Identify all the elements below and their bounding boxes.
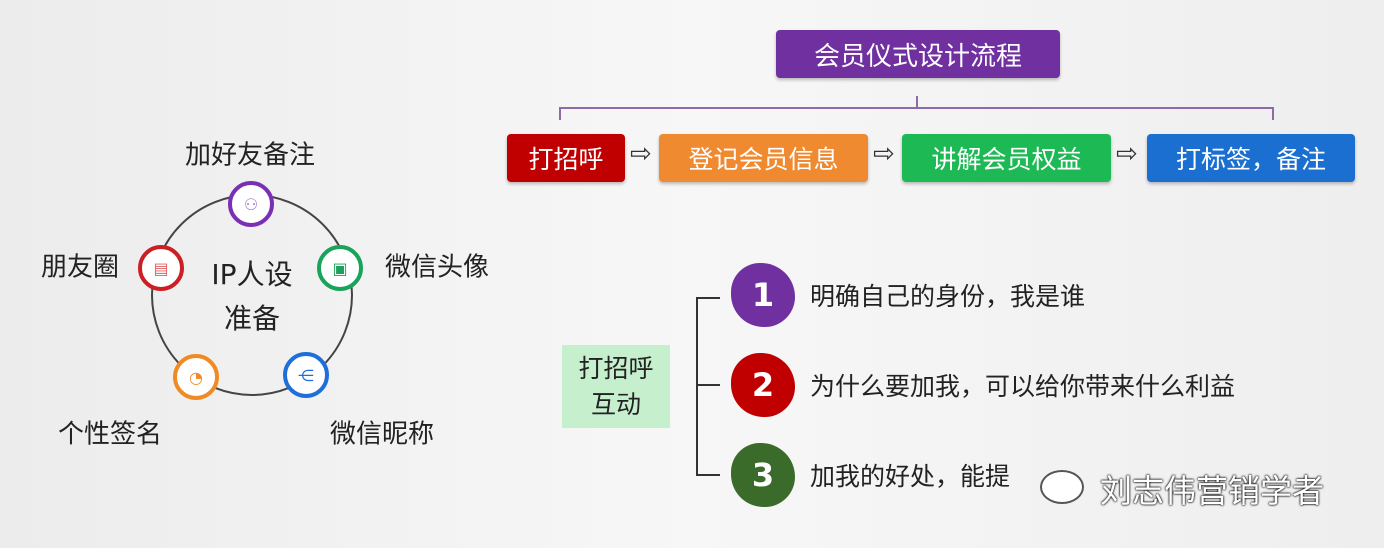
arrow-icon: ⇨ bbox=[1116, 139, 1138, 169]
greeting-label-line1: 打招呼 bbox=[578, 353, 654, 383]
node-label-nickname: 微信昵称 bbox=[329, 419, 435, 450]
number-badge-3: 3 bbox=[731, 443, 795, 507]
greeting-label: 打招呼 互动 bbox=[562, 345, 670, 428]
node-label-friend-note: 加好友备注 bbox=[184, 140, 316, 171]
greeting-item-1: 明确自己的身份，我是谁 bbox=[810, 282, 1086, 311]
watermark: 刘志伟营销学者 bbox=[1100, 472, 1325, 510]
monitor-icon: ▣ bbox=[317, 245, 363, 291]
arrow-icon: ⇨ bbox=[630, 139, 652, 169]
flow-step-register: 登记会员信息 bbox=[659, 134, 868, 182]
network-icon: ⋲ bbox=[283, 352, 329, 398]
arrow-icon: ⇨ bbox=[873, 139, 895, 169]
wechat-logo-icon bbox=[1040, 470, 1084, 504]
flow-title: 会员仪式设计流程 bbox=[776, 30, 1060, 78]
ring-center-line1: IP人设 bbox=[211, 258, 293, 291]
laptop-icon: ▤ bbox=[138, 245, 184, 291]
greeting-item-2: 为什么要加我，可以给你带来什么利益 bbox=[810, 372, 1236, 401]
pie-chart-icon: ◔ bbox=[173, 354, 219, 400]
flow-step-greet: 打招呼 bbox=[507, 134, 625, 182]
ring-center-line2: 准备 bbox=[223, 302, 281, 335]
number-badge-1: 1 bbox=[731, 263, 795, 327]
node-label-signature: 个性签名 bbox=[57, 419, 163, 450]
flow-step-tag: 打标签，备注 bbox=[1147, 134, 1355, 182]
number-badge-2: 2 bbox=[731, 353, 795, 417]
node-label-avatar: 微信头像 bbox=[384, 252, 490, 283]
greeting-label-line2: 互动 bbox=[590, 389, 641, 419]
org-chart-icon: ⚇ bbox=[228, 181, 274, 227]
flow-step-benefits: 讲解会员权益 bbox=[902, 134, 1111, 182]
node-label-moments: 朋友圈 bbox=[40, 252, 120, 283]
greeting-item-3: 加我的好处，能提 bbox=[810, 462, 1011, 491]
